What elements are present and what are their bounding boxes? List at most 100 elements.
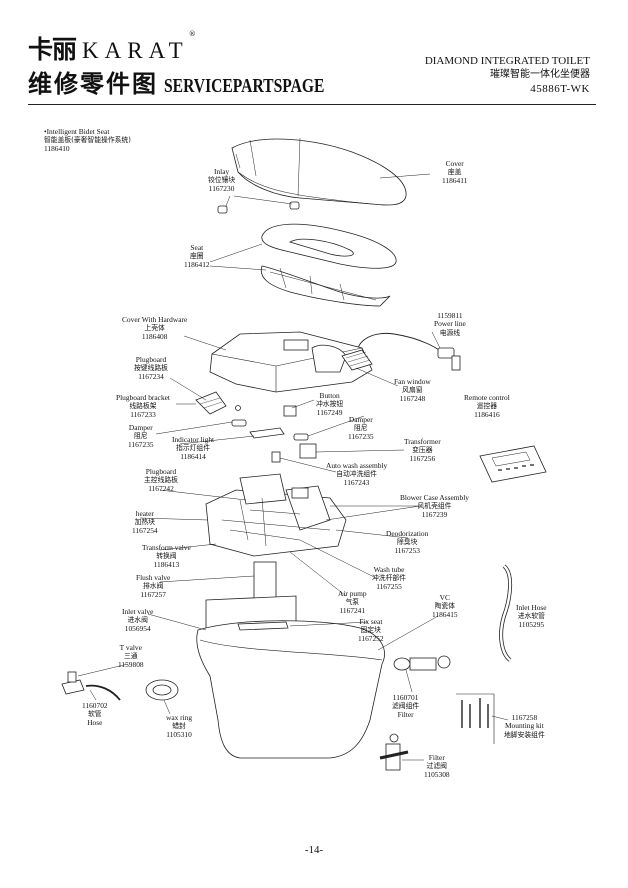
part-label-line: 三通 [124, 652, 138, 661]
part-label-line: 按键线路板 [134, 364, 168, 373]
logo-en: KARAT [82, 38, 189, 63]
part-label-line: Transformer [404, 437, 441, 446]
part-label-line: 阻尼 [134, 432, 148, 441]
page-number: -14- [304, 844, 324, 856]
remote-control-drawing [479, 445, 547, 483]
part-label-line: Fix seat [359, 617, 383, 626]
part-label-line: VC [439, 593, 450, 602]
part-label-line: 进水软管 [517, 612, 545, 621]
cover-with-hardware-drawing [209, 331, 373, 393]
part-label-line: 1167234 [138, 371, 164, 381]
part-label-line: 线路板架 [129, 402, 157, 411]
part-label-line: 1105295 [518, 619, 545, 629]
page-title-cn: 维修零件图 [28, 70, 158, 98]
part-label-line: 1167242 [148, 483, 174, 493]
t-valve-drawing [61, 671, 121, 701]
part-label-line: Seat [190, 243, 204, 252]
part-label-line: Damper [128, 423, 153, 432]
fan-window-drawing [341, 349, 373, 371]
part-label-line: 1167255 [376, 581, 402, 591]
transformer-drawing [299, 443, 317, 459]
part-label-line: 1167249 [316, 407, 343, 417]
part-label-line: 转换阀 [156, 552, 177, 561]
part-label-line: 固定块 [360, 626, 381, 635]
part-label-line: 蜡封 [172, 722, 186, 731]
inlet-hose-drawing [499, 564, 512, 662]
indicator-light-drawing [249, 427, 285, 439]
part-label-line: Fan window [394, 377, 431, 386]
part-label-line: 变压器 [412, 446, 433, 455]
part-label-line: 冲洗杆部件 [372, 574, 406, 583]
part-label-line: 风扇窗 [402, 386, 423, 395]
filter-valve-drawing [393, 655, 451, 671]
part-label-line: 1167253 [394, 545, 420, 555]
part-label-line: 进水阀 [127, 616, 148, 625]
part-label-line: 软管 [88, 710, 102, 719]
part-label-line: 1167248 [399, 393, 426, 403]
page-title-en: SERVICEPARTSPAGE [164, 75, 325, 97]
part-label-line: 1186408 [141, 331, 168, 341]
flush-valve-drawing [253, 561, 277, 599]
part-label-line: 阻尼 [354, 424, 368, 433]
part-label-line: 1167241 [339, 605, 366, 615]
part-label-line: 1105308 [424, 769, 450, 779]
cover-drawing [231, 137, 407, 206]
part-label-line: Filter [397, 709, 414, 719]
part-label-line: 排水阀 [142, 582, 164, 591]
header-divider [28, 104, 596, 105]
part-label-line: Inlet Hose [516, 603, 547, 612]
part-label-line: 1167256 [409, 453, 436, 463]
wax-ring-drawing [145, 679, 179, 701]
part-label-line: 1167243 [343, 477, 370, 487]
part-label-line: 自动冲洗组件 [336, 470, 377, 479]
part-label-line: 智能盖板(豪奢智能操作系统) [44, 136, 131, 145]
part-label-line: 1167235 [128, 439, 154, 449]
part-label-line: 1186416 [474, 409, 500, 419]
part-label-line: 1159808 [118, 659, 144, 669]
part-label-line: 1167254 [132, 525, 158, 535]
part-label-line: Plugboard [145, 467, 177, 476]
part-label-line: 地脚安装组件 [504, 730, 545, 739]
part-label-line: Power line [434, 319, 466, 329]
part-label-line: 冲水按钮 [316, 400, 344, 409]
part-label-line: 座圈 [190, 252, 204, 261]
part-label-line: 1160701 [392, 693, 419, 702]
part-label-line: 座盖 [447, 168, 462, 177]
part-label-line: Cover With Hardware [122, 315, 188, 324]
part-label-line: 1167257 [140, 589, 166, 599]
part-label-line: 陶瓷体 [434, 602, 455, 611]
plugboard-bracket-drawing [195, 391, 241, 415]
part-label-line: Plugboard [135, 355, 167, 364]
bottom-filter-drawing [379, 733, 409, 771]
part-label-line: Remote control [464, 393, 510, 402]
part-label-line: 1160702 [82, 701, 108, 710]
part-label-line: 滤阀组件 [392, 702, 420, 711]
seat-drawing [260, 223, 397, 307]
logo-cn: 卡丽 [28, 35, 77, 64]
part-label-line: 1167252 [358, 633, 384, 643]
part-label-line: 加热块 [134, 518, 155, 527]
part-label-line: 指示灯组件 [176, 444, 211, 453]
power-line-drawing [357, 332, 461, 371]
part-label-line: 1167239 [421, 509, 448, 519]
